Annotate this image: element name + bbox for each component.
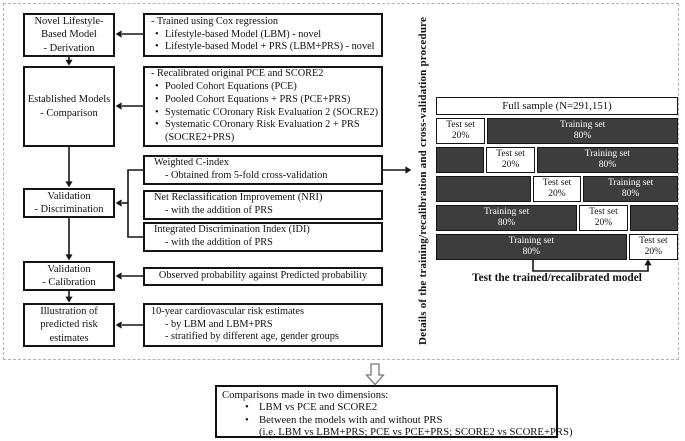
desc-subline: - with the addition of PRS [165,205,273,216]
footer-bullet-text: LBM vs PCE and SCORE2 [259,401,378,414]
desc-bullet-line: • Pooled Cohort Equations + PRS (PCE+PRS… [145,94,381,107]
cv-fold-row-5: Training set 80% Test set 20% [436,234,678,260]
desc-box-nri: Net Reclassification Improvement (NRI) -… [143,190,383,220]
desc-title: Integrated Discrimination Index (IDI) [154,224,310,236]
test-set-cell: Test set 20% [486,147,535,173]
footer-bullet-line: • LBM vs PCE and SCORE2 [217,401,556,413]
desc-bullet-text: Systematic COronary Risk Evaluation 2 + … [165,119,360,131]
test-set-cell: Test set 20% [532,176,582,202]
test-set-cell: Test set 20% [628,234,678,260]
desc-box-derivation: - Trained using Cox regression • Lifesty… [143,13,383,57]
stage-box-discrimination: Validation - Discrimination [23,188,115,218]
training-segment-cell [436,147,485,173]
desc-title: Weighted C-index [154,157,229,169]
desc-box-idi: Integrated Discrimination Index (IDI) - … [143,222,383,252]
desc-continuation-line: (SOCRE2+PRS) [165,132,235,144]
training-set-cell: Training set 80% [536,147,679,173]
stage-box-illustration: Illustration of predicted risk estimates [23,303,115,347]
training-set-cell: Training set 80% [436,234,627,260]
desc-bullet-line: • Pooled Cohort Equations (PCE) [145,81,381,94]
cv-fold-row-1: Test set 20% Training set 80% [436,118,678,144]
training-set-cell: Training set 80% [583,176,678,202]
bullet-glyph: • [155,80,159,92]
stage-box-calibration: Validation - Calibration [23,261,115,291]
desc-bullet-text: Pooled Cohort Equations + PRS (PCE+PRS) [165,93,351,105]
training-segment-cell [629,205,679,231]
desc-bullet-line: • Systematic COronary Risk Evaluation 2 … [145,119,381,132]
desc-box-c-index: Weighted C-index - Obtained from 5-fold … [143,155,383,185]
stage-box-comparison: Established Models - Comparison [23,66,115,147]
desc-bullet-line: • Systematic COronary Risk Evaluation 2 … [145,107,381,120]
test-set-cell: Test set 20% [579,205,628,231]
hollow-down-arrow [365,363,385,386]
bullet-glyph: • [155,93,159,105]
footer-continuation-line: (i.e. LBM vs LBM+PRS; PCE vs PCE+PRS; SC… [259,426,573,439]
desc-line: Observed probability against Predicted p… [158,270,368,282]
desc-bullet-text: Lifestyle-based Model + PRS (LBM+PRS) - … [165,41,375,53]
desc-box-illustration: 10-year cardiovascular risk estimates - … [143,303,383,347]
desc-bullet-text: Lifestyle-based Model (LBM) - novel [165,28,322,40]
bullet-glyph: • [245,413,249,426]
training-set-cell: Training set 80% [436,205,578,231]
desc-subline: - with the addition of PRS [165,237,273,248]
cross-validation-panel: Full sample (N=291,151) Test set 20% Tra… [436,97,679,260]
training-segment-cell [436,176,531,202]
desc-subline: - by LBM and LBM+PRS [165,318,273,330]
bullet-glyph: • [155,106,159,118]
bullet-glyph: • [155,119,159,131]
bullet-glyph: • [155,28,159,40]
desc-box-comparison: - Recalibrated original PCE and SCORE2 •… [143,66,383,147]
cv-fold-row-2: Test set 20% Training set 80% [436,147,679,173]
desc-bullet-text: Systematic COronary Risk Evaluation 2 (S… [165,106,379,118]
cv-fold-row-4: Training set 80% Test set 20% [436,205,679,231]
cv-caption: Test the trained/recalibrated model [472,272,642,284]
desc-title: Net Reclassification Improvement (NRI) [154,192,323,204]
test-set-cell: Test set 20% [436,118,486,144]
bullet-glyph: • [155,41,159,53]
desc-bullet-line: • Lifestyle-based Model (LBM) - novel [145,29,381,42]
stage-box-derivation: Novel Lifestyle- Based Model - Derivatio… [23,13,115,57]
footer-bullet-text: Between the models with and without PRS [259,413,443,426]
bullet-glyph: • [245,401,249,414]
footer-line: Comparisons made in two dimensions: [222,389,389,401]
desc-subline: - stratified by different age, gender gr… [165,331,339,343]
training-set-cell: Training set 80% [487,118,678,144]
desc-box-calibration: Observed probability against Predicted p… [143,267,383,286]
footer-bullet-line: • Between the models with and without PR… [217,414,556,426]
desc-bullet-line: • Lifestyle-based Model + PRS (LBM+PRS) … [145,41,381,54]
desc-bullet-text: Pooled Cohort Equations (PCE) [165,80,297,92]
cv-procedure-side-label: Details of the training/recalibration an… [417,16,429,346]
desc-line: - Recalibrated original PCE and SCORE2 [151,67,324,79]
desc-line: - Trained using Cox regression [151,15,278,27]
cv-fold-row-3: Test set 20% Training set 80% [436,176,678,202]
full-sample-box: Full sample (N=291,151) [436,97,678,115]
desc-title: 10-year cardiovascular risk estimates [151,305,304,317]
desc-subline: - Obtained from 5-fold cross-validation [165,170,328,181]
figure-dashed-border [3,3,679,360]
comparisons-box: Comparisons made in two dimensions: • LB… [215,385,573,439]
